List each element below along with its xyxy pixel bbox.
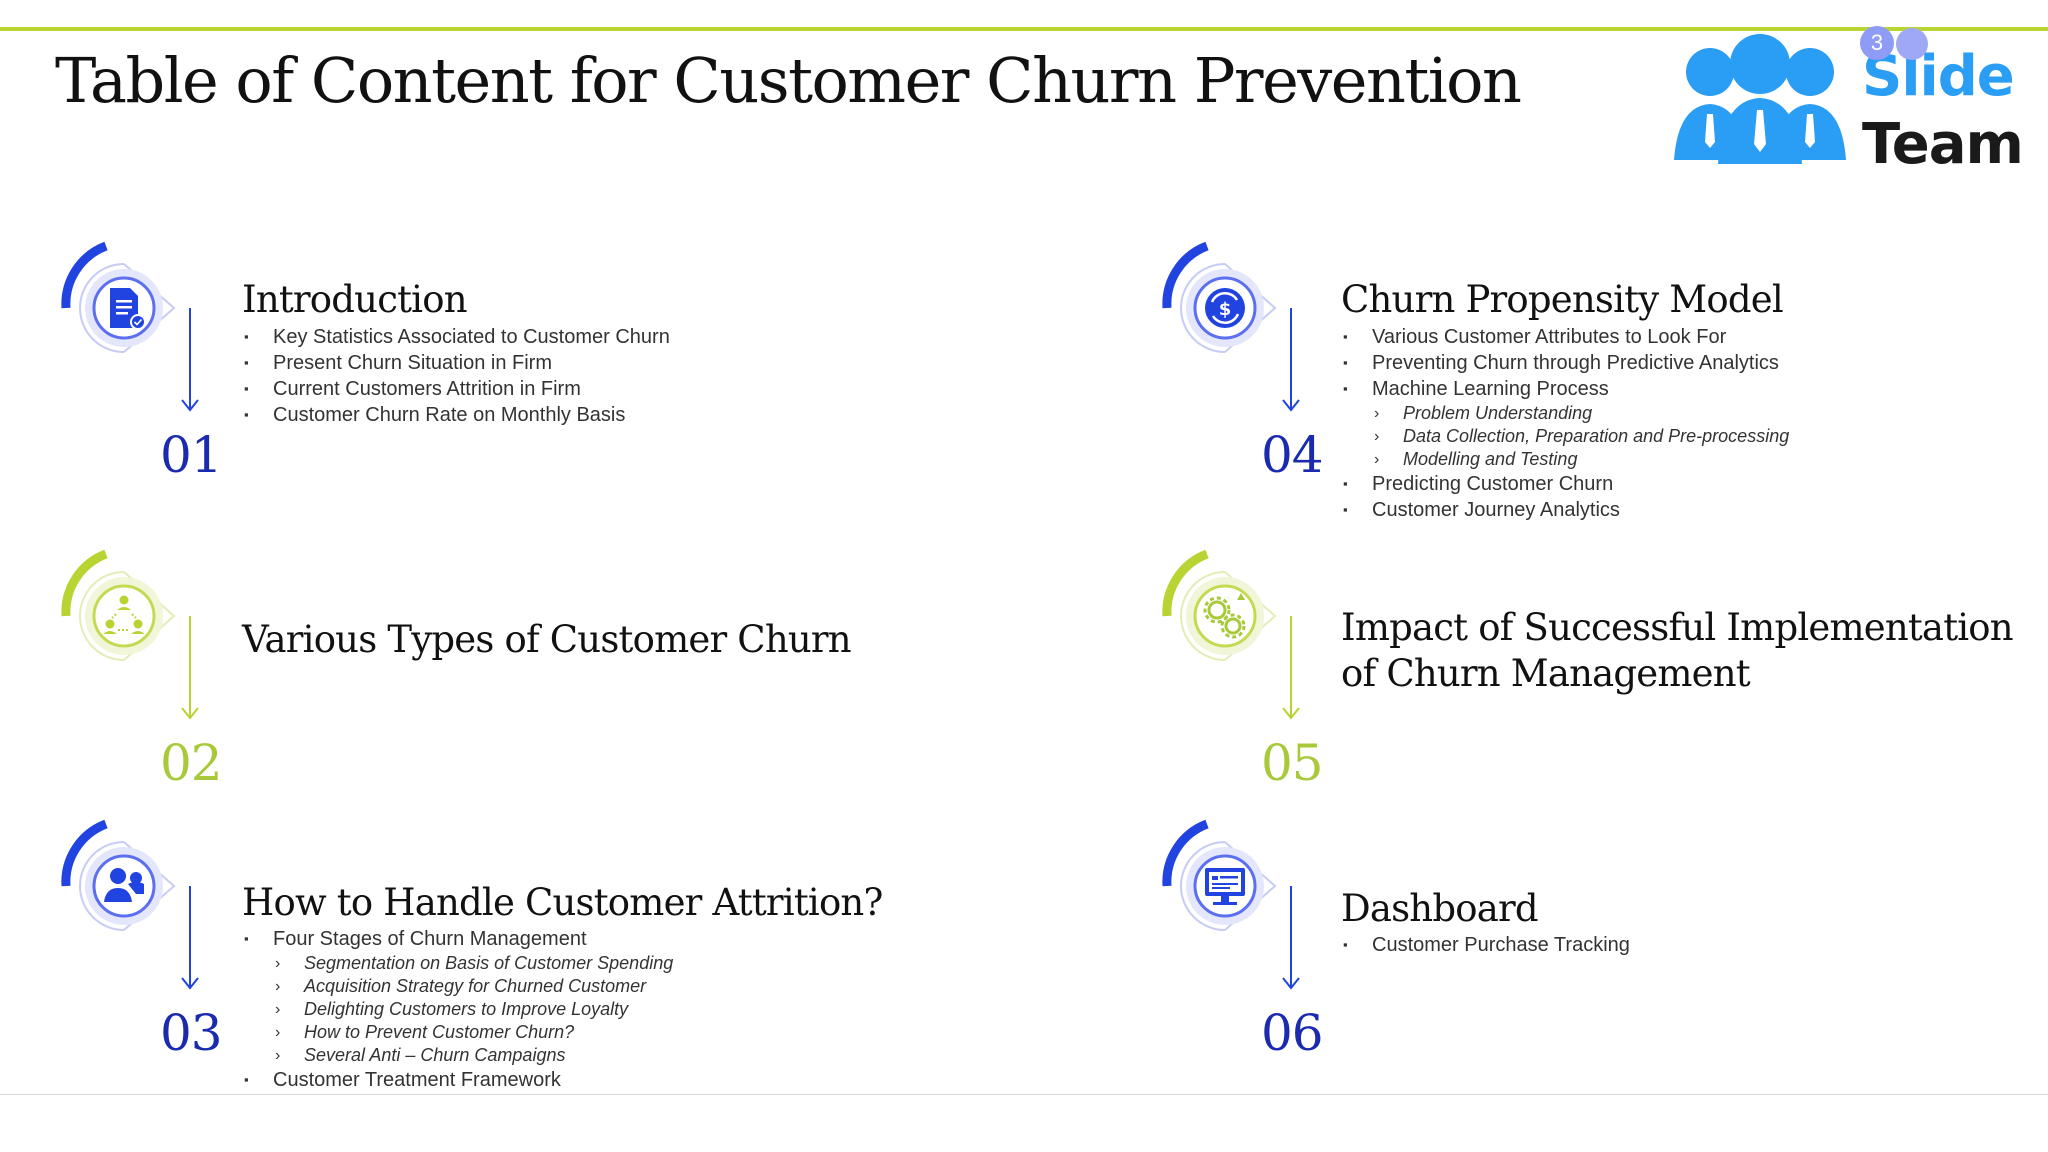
list-subitem: How to Prevent Customer Churn? (242, 1021, 673, 1044)
list-subitem: Several Anti – Churn Campaigns (242, 1044, 673, 1067)
section-items: Four Stages of Churn Management Segmenta… (242, 926, 673, 1093)
list-subitem: Acquisition Strategy for Churned Custome… (242, 975, 673, 998)
people-logo-icon (1674, 34, 1846, 164)
list-item: Machine Learning Process (1341, 376, 1789, 402)
section-items: Key Statistics Associated to Customer Ch… (242, 324, 670, 428)
list-item: Customer Purchase Tracking (1341, 932, 1630, 958)
section-05-marker (1162, 549, 1300, 720)
dollar-cycle-icon: $ (1205, 288, 1245, 328)
section-03-marker (61, 819, 199, 990)
logo-text-team: Team (1862, 112, 2024, 177)
gears-warning-icon (1203, 593, 1246, 639)
customer-support-icon (104, 868, 144, 902)
bottom-divider (0, 1094, 2048, 1095)
section-title: Dashboard (1341, 887, 1539, 930)
list-subitem: Problem Understanding (1341, 402, 1789, 425)
section-title-line-2: of Churn Management (1341, 652, 1751, 695)
section-01-marker (61, 241, 199, 412)
monitor-dashboard-icon (1205, 868, 1245, 905)
list-item: Customer Churn Rate on Monthly Basis (242, 402, 670, 428)
list-item: Preventing Churn through Predictive Anal… (1341, 350, 1789, 376)
list-item: Predicting Customer Churn (1341, 471, 1789, 497)
section-title: How to Handle Customer Attrition? (242, 881, 883, 924)
list-item: Customer Journey Analytics (1341, 497, 1789, 523)
section-title-line-1: Impact of Successful Implementation (1341, 606, 2014, 649)
document-checklist-icon (110, 288, 146, 330)
section-items: Customer Purchase Tracking (1341, 932, 1630, 958)
section-title: Various Types of Customer Churn (242, 618, 852, 661)
list-subitem: Data Collection, Preparation and Pre-pro… (1341, 425, 1789, 448)
section-number: 06 (1261, 1004, 1324, 1062)
list-item: Customer Treatment Framework (242, 1067, 673, 1093)
slideteam-logo: Slide Team 3 (1660, 14, 2024, 177)
list-item: Key Statistics Associated to Customer Ch… (242, 324, 670, 350)
list-subitem: Delighting Customers to Improve Loyalty (242, 998, 673, 1021)
page-number-badge: 3 (1860, 26, 1894, 60)
network-people-icon (103, 595, 145, 634)
section-number: 01 (160, 426, 223, 484)
list-subitem: Segmentation on Basis of Customer Spendi… (242, 952, 673, 975)
svg-text:$: $ (1219, 299, 1232, 320)
logo-dot (1896, 28, 1928, 60)
section-title: Churn Propensity Model (1341, 278, 1784, 321)
section-06-marker (1162, 819, 1300, 990)
section-02-marker (61, 549, 199, 720)
section-title: Introduction (242, 278, 468, 321)
list-item: Present Churn Situation in Firm (242, 350, 670, 376)
page-title: Table of Content for Customer Churn Prev… (55, 44, 1522, 117)
section-items: Various Customer Attributes to Look For … (1341, 324, 1789, 523)
section-04-marker: $ (1162, 241, 1300, 412)
section-number: 05 (1261, 734, 1324, 792)
list-subitem: Modelling and Testing (1341, 448, 1789, 471)
section-number: 02 (160, 734, 223, 792)
section-number: 03 (160, 1004, 223, 1062)
section-number: 04 (1261, 426, 1324, 484)
list-item: Various Customer Attributes to Look For (1341, 324, 1789, 350)
top-accent-line (0, 27, 2048, 31)
list-item: Current Customers Attrition in Firm (242, 376, 670, 402)
list-item: Four Stages of Churn Management (242, 926, 673, 952)
